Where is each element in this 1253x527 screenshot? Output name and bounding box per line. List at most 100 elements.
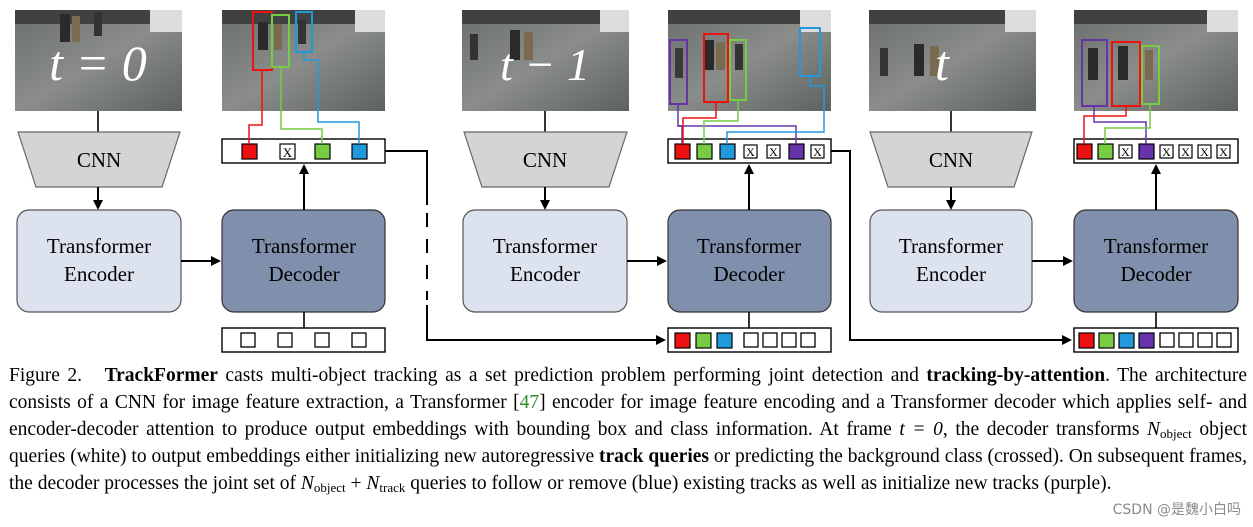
- track-query-blue: [1118, 332, 1135, 349]
- math-symbol: N: [1146, 419, 1160, 440]
- embedding-crossed: [1159, 144, 1174, 159]
- query-square: [762, 332, 778, 348]
- crossed-mark: X: [1162, 145, 1171, 159]
- embedding-green: [696, 143, 713, 160]
- track-query-green: [1098, 332, 1115, 349]
- decoder-block-t0: Transformer Decoder: [221, 209, 386, 313]
- caption-bold-track-queries: track queries: [599, 446, 709, 467]
- cnn-label: CNN: [523, 148, 567, 172]
- encoder-label-line1: Transformer: [47, 234, 151, 258]
- query-square: [351, 332, 367, 348]
- embedding-red: [1076, 143, 1093, 160]
- encoder-label-line2: Encoder: [510, 262, 580, 286]
- embedding-crossed: [810, 144, 825, 159]
- math-n-sum: Nobject: [301, 473, 346, 494]
- embedding-red: [241, 143, 258, 160]
- link-blue: [303, 52, 360, 144]
- cnn-block-t0: CNN: [17, 131, 181, 188]
- time-label-t-minus-1: t − 1: [500, 39, 590, 90]
- query-square: [1178, 332, 1194, 348]
- caption-text: queries to follow or remove (blue) exist…: [405, 473, 1112, 494]
- math-symbol: N: [366, 473, 380, 494]
- math-frame-expr: t = 0: [899, 419, 943, 440]
- figure-caption: Figure 2. TrackFormer casts multi-object…: [9, 362, 1247, 497]
- cnn-block-t-minus-1: CNN: [463, 131, 628, 188]
- output-embeddings-row-t0: X: [221, 138, 386, 164]
- embedding-crossed: [279, 143, 296, 160]
- embedding-crossed: [1118, 144, 1133, 159]
- link-purple: [678, 125, 797, 144]
- crossed-mark: X: [1219, 145, 1228, 159]
- link-red: [682, 102, 717, 144]
- query-square: [277, 332, 293, 348]
- encoder-block-t0: Transformer Encoder: [16, 209, 182, 313]
- crossed-mark: X: [769, 145, 778, 159]
- output-image-t: [1074, 10, 1238, 111]
- track-queries-arrow-to-frame3: [831, 150, 1072, 345]
- track-query-green: [695, 332, 712, 349]
- input-image-t: t: [869, 10, 1036, 111]
- watermark: CSDN @是魏小白吗: [1112, 502, 1241, 518]
- frame-t-column: t CNN Transformer Encoder Transformer De…: [869, 10, 1239, 353]
- caption-bold-tba: tracking-by-attention: [926, 365, 1106, 386]
- math-n-track: Ntrack: [366, 473, 405, 494]
- output-image-t-minus-1: [668, 10, 831, 111]
- decoder-block-t-minus-1: Transformer Decoder: [667, 209, 832, 313]
- track-query-blue: [716, 332, 733, 349]
- link-purple: [1093, 106, 1147, 144]
- crossed-mark: X: [813, 145, 822, 159]
- caption-paragraph: Figure 2. TrackFormer casts multi-object…: [9, 362, 1247, 497]
- link-green: [703, 100, 739, 144]
- decoder-label-line1: Transformer: [1104, 234, 1208, 258]
- output-embeddings-row-t: X X X X X: [1073, 138, 1239, 164]
- link-green: [1104, 104, 1151, 144]
- figure-label: Figure 2.: [9, 365, 83, 386]
- decoder-block-t: Transformer Decoder: [1073, 209, 1239, 313]
- joint-queries-row-t: [1073, 327, 1239, 353]
- embedding-green: [1097, 143, 1114, 160]
- decoder-label-line2: Decoder: [713, 262, 784, 286]
- cnn-label: CNN: [77, 148, 121, 172]
- decoder-label-line1: Transformer: [697, 234, 801, 258]
- crossed-mark: X: [746, 145, 755, 159]
- input-image-t-minus-1: t − 1: [462, 10, 629, 111]
- track-queries-arrow-to-frame2: [426, 305, 666, 345]
- caption-text: , the decoder transforms: [942, 419, 1147, 440]
- math-n-object: Nobject: [1147, 419, 1192, 440]
- joint-queries-row-t-minus-1: [667, 327, 832, 353]
- frame-t0-column: t = 0 CNN Transformer Encoder Transforme…: [15, 10, 386, 353]
- output-embeddings-row-t-minus-1: X X X: [667, 138, 832, 164]
- embedding-blue: [719, 143, 736, 160]
- link-blue: [726, 76, 825, 144]
- embedding-purple: [788, 143, 805, 160]
- trackformer-architecture-figure: t = 0 CNN Transformer Encoder Transforme…: [15, 10, 1239, 353]
- crossed-mark: X: [1181, 145, 1190, 159]
- encoder-block-t-minus-1: Transformer Encoder: [462, 209, 628, 313]
- query-square: [1197, 332, 1213, 348]
- embedding-crossed: [743, 144, 758, 159]
- embedding-crossed: [766, 144, 781, 159]
- decoder-label-line2: Decoder: [1120, 262, 1191, 286]
- embedding-crossed: [1216, 144, 1231, 159]
- crossed-mark: X: [1200, 145, 1209, 159]
- math-symbol: N: [300, 473, 314, 494]
- caption-text: casts multi-object tracking as a set pre…: [217, 365, 927, 386]
- crossed-mark: X: [283, 145, 293, 160]
- caption-text: . The architecture consists of a CNN for…: [9, 365, 1247, 413]
- caption-text: ] encoder for image feature encoding and…: [9, 392, 1247, 440]
- math-subscript: object: [1160, 426, 1192, 441]
- track-queries-connector-upper: [385, 150, 428, 205]
- link-green: [280, 67, 323, 144]
- query-square: [743, 332, 759, 348]
- citation-link[interactable]: 47: [519, 392, 540, 413]
- track-query-red: [1078, 332, 1095, 349]
- math-subscript: track: [379, 480, 406, 495]
- input-image-t0: t = 0: [15, 10, 182, 111]
- math-subscript: object: [313, 480, 346, 495]
- encoder-label-line1: Transformer: [493, 234, 597, 258]
- query-square: [314, 332, 330, 348]
- link-red: [1083, 106, 1127, 144]
- embedding-purple: [1138, 143, 1155, 160]
- query-square: [781, 332, 797, 348]
- encoder-label-line1: Transformer: [899, 234, 1003, 258]
